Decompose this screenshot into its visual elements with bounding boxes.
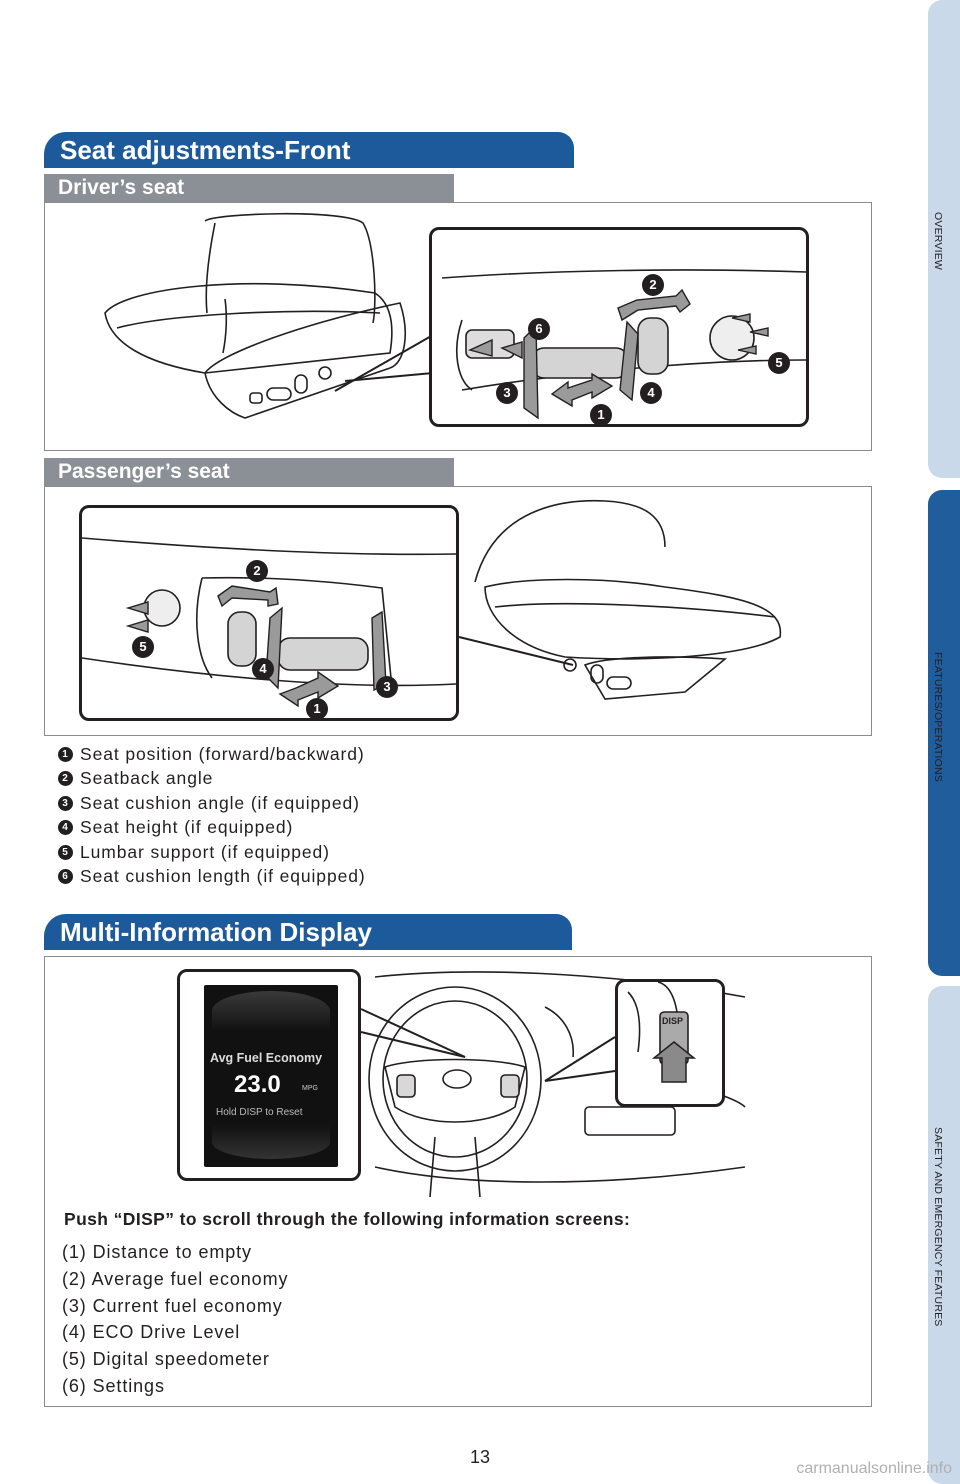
legend-num: 2 xyxy=(58,771,73,787)
mid-screen-lower xyxy=(212,1125,330,1159)
driver-badge-4: 4 xyxy=(640,382,662,404)
disp-button-inset: DISP xyxy=(615,979,725,1107)
side-tab-safety[interactable] xyxy=(928,986,960,1484)
legend-text: Seat cushion length (if equipped) xyxy=(80,866,366,887)
passenger-seat-figure: 2 5 4 3 1 xyxy=(44,486,872,736)
display-line3: Hold DISP to Reset xyxy=(216,1107,303,1118)
side-tab-features-label: FEATURES/OPERATIONS xyxy=(932,652,944,783)
mid-figure: Avg Fuel Economy 23.0 MPG Hold DISP to R… xyxy=(44,956,872,1407)
side-tab-safety-label: SAFETY AND EMERGENCY FEATURES xyxy=(932,1127,944,1327)
mid-section-title: Multi-Information Display xyxy=(44,914,572,950)
legend-num: 1 xyxy=(58,746,73,762)
passenger-badge-2: 2 xyxy=(246,560,268,582)
legend-num: 4 xyxy=(58,820,73,836)
side-tab-features[interactable] xyxy=(928,490,960,976)
passenger-controls-illustration xyxy=(82,537,456,708)
legend-num: 3 xyxy=(58,795,73,811)
driver-badge-6: 6 xyxy=(528,318,550,340)
page-number: 13 xyxy=(470,1447,491,1467)
disp-button[interactable]: DISP xyxy=(662,1016,684,1026)
driver-controls-inset: 2 6 5 3 4 1 xyxy=(429,227,809,427)
driver-seat-illustration xyxy=(104,212,434,419)
driver-controls-illustration xyxy=(441,269,806,420)
legend-text: Seat height (if equipped) xyxy=(80,817,294,838)
passenger-badge-4: 4 xyxy=(252,658,274,680)
dashboard-illustration xyxy=(360,971,746,1198)
list-item: (1) Distance to empty xyxy=(62,1242,252,1262)
passenger-badge-1: 1 xyxy=(306,698,328,718)
legend-text: Seat position (forward/backward) xyxy=(80,743,365,764)
list-item: (3) Current fuel economy xyxy=(62,1295,283,1316)
driver-seat-label: Driver’s seat xyxy=(44,174,454,202)
legend-item: 3 Seat cushion angle (if equipped) xyxy=(58,791,366,816)
passenger-badge-5: 5 xyxy=(132,636,154,658)
mid-screen-list: (1) Distance to empty (2) Average fuel e… xyxy=(62,1242,288,1403)
list-item: (2) Average fuel economy xyxy=(62,1268,289,1289)
list-item: (5) Digital speedometer xyxy=(62,1349,270,1370)
disp-button-illustration xyxy=(627,982,697,1083)
legend-text: Seatback angle xyxy=(80,768,214,789)
legend-num: 5 xyxy=(58,844,73,860)
passenger-seat-illustration xyxy=(458,499,782,700)
legend-item: 1 Seat position (forward/backward) xyxy=(58,742,366,767)
driver-badge-5: 5 xyxy=(768,352,790,374)
mid-screen-glow xyxy=(212,991,330,1031)
list-item: (6) Settings xyxy=(62,1375,165,1396)
list-item: (4) ECO Drive Level xyxy=(62,1322,241,1343)
mid-screen: Avg Fuel Economy 23.0 MPG Hold DISP to R… xyxy=(204,985,338,1167)
passenger-controls-inset: 2 5 4 3 1 xyxy=(79,505,459,721)
legend-num: 6 xyxy=(58,869,73,885)
driver-badge-1: 1 xyxy=(590,404,612,424)
watermark: carmanualsonline.info xyxy=(796,1460,952,1477)
legend-item: 5 Lumbar support (if equipped) xyxy=(58,840,366,865)
legend-text: Lumbar support (if equipped) xyxy=(80,841,330,862)
driver-badge-2: 2 xyxy=(642,274,664,296)
mid-instruction: Push “DISP” to scroll through the follow… xyxy=(64,1209,631,1229)
driver-badge-3: 3 xyxy=(496,382,518,404)
side-tab-overview-label: OVERVIEW xyxy=(932,212,944,271)
display-line1: Avg Fuel Economy xyxy=(210,1051,323,1065)
legend-text: Seat cushion angle (if equipped) xyxy=(80,792,360,813)
display-unit: MPG xyxy=(302,1085,318,1092)
seat-section-title: Seat adjustments-Front xyxy=(44,132,574,168)
legend-item: 6 Seat cushion length (if equipped) xyxy=(58,865,366,890)
driver-seat-figure: 2 6 5 3 4 1 xyxy=(44,202,872,451)
display-value: 23.0 xyxy=(234,1071,281,1098)
side-tab-overview[interactable] xyxy=(928,0,960,478)
legend-item: 2 Seatback angle xyxy=(58,767,366,792)
passenger-seat-label: Passenger’s seat xyxy=(44,458,454,486)
legend-item: 4 Seat height (if equipped) xyxy=(58,816,366,841)
seat-legend: 1 Seat position (forward/backward) 2 Seatb… xyxy=(58,742,366,889)
display-inset: Avg Fuel Economy 23.0 MPG Hold DISP to R… xyxy=(177,969,361,1181)
passenger-badge-3: 3 xyxy=(376,676,398,698)
